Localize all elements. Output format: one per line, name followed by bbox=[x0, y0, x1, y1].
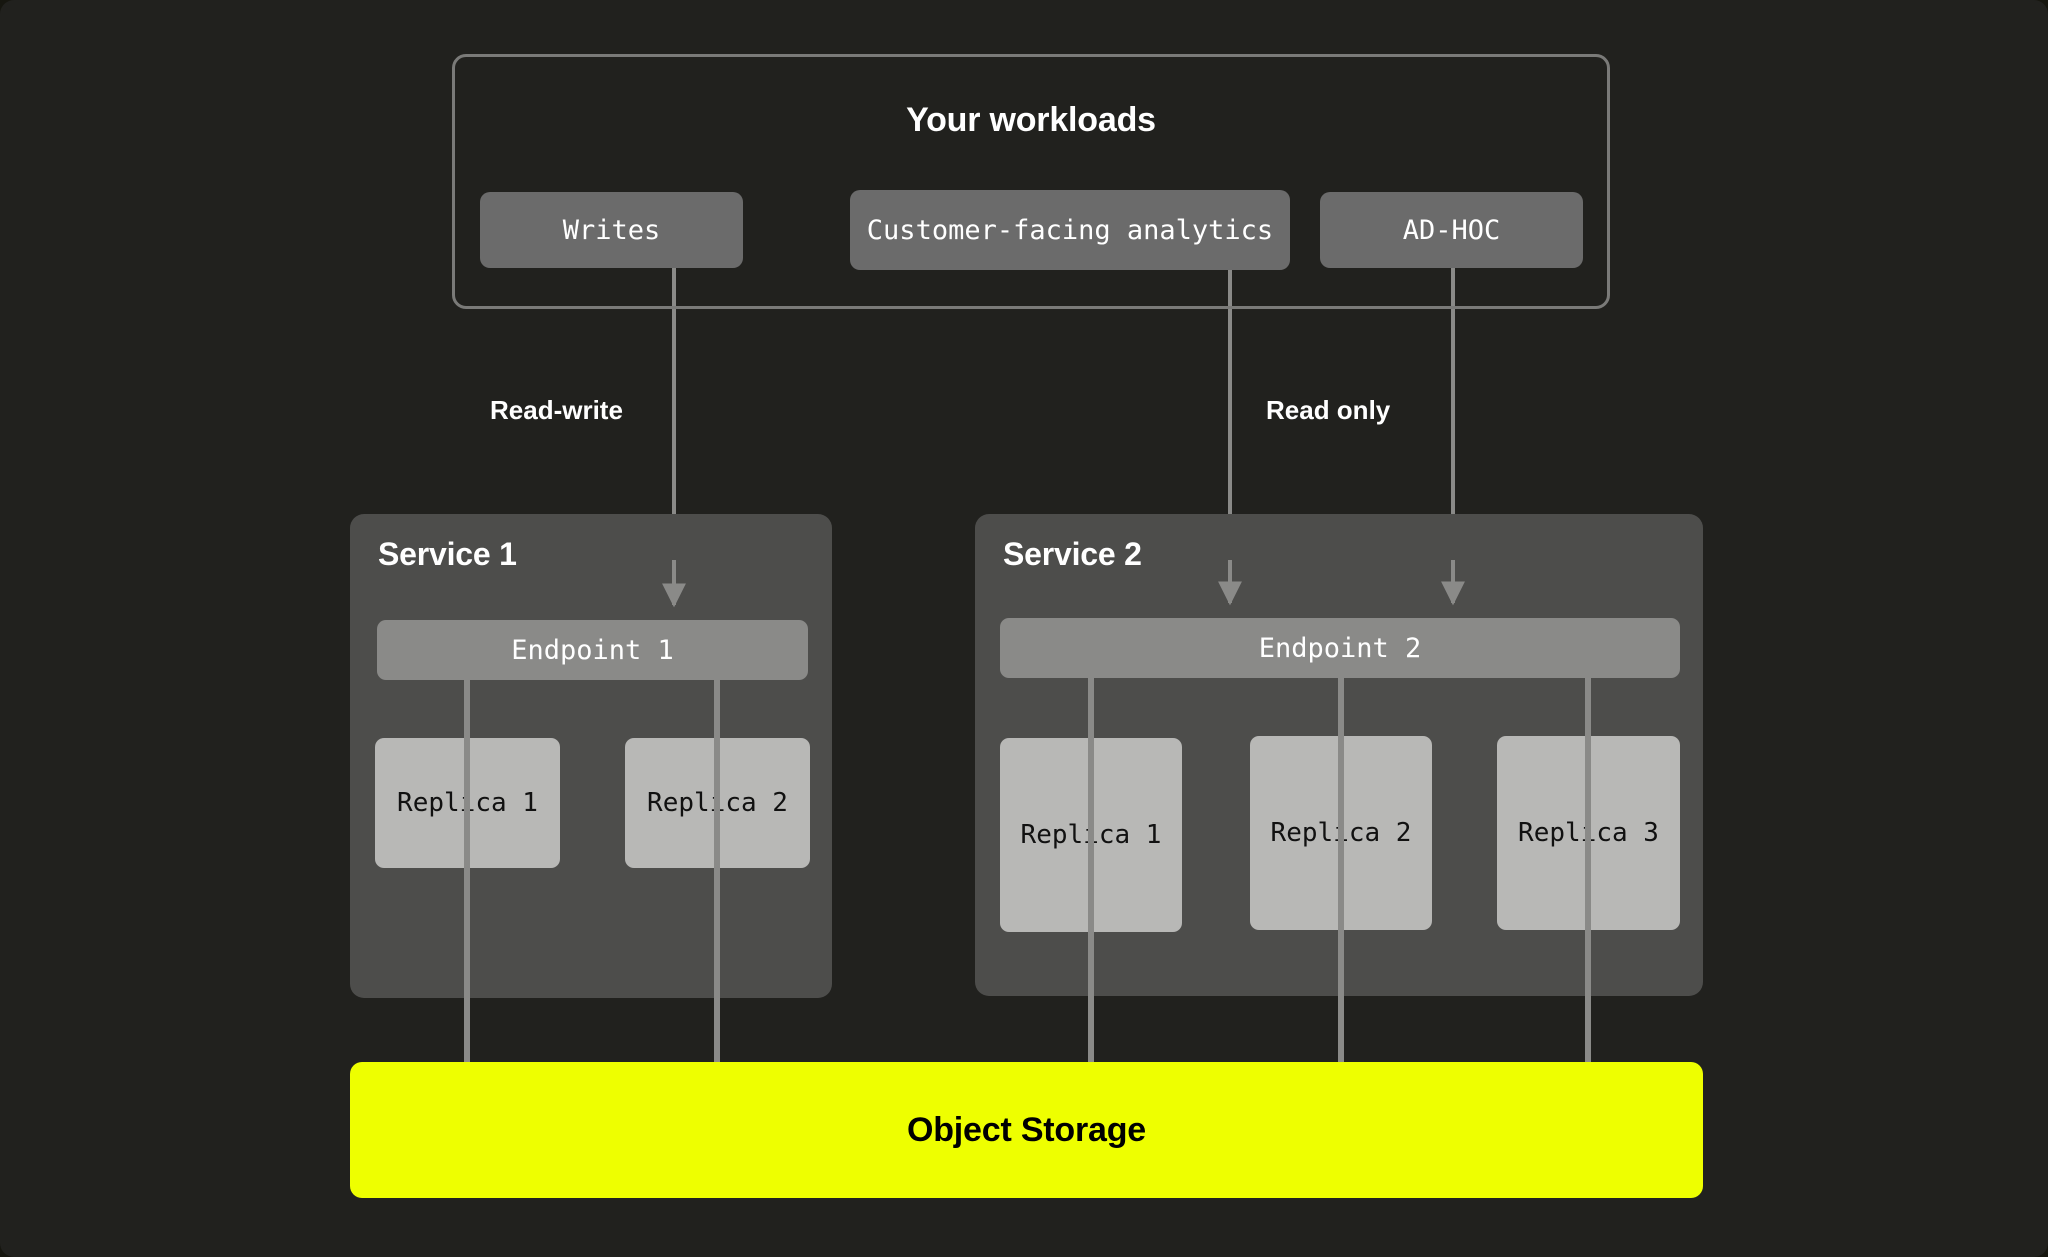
service-1-replica-1[interactable]: Replica 1 bbox=[375, 738, 560, 868]
service-2-replica-2[interactable]: Replica 2 bbox=[1250, 736, 1432, 930]
service-2-title: Service 2 bbox=[1003, 536, 1142, 572]
object-storage-bar[interactable]: Object Storage bbox=[350, 1062, 1703, 1198]
service-2-replica-1[interactable]: Replica 1 bbox=[1000, 738, 1182, 932]
service-1-title: Service 1 bbox=[378, 536, 517, 572]
workloads-title: Your workloads bbox=[906, 101, 1156, 139]
service-1-replica-2[interactable]: Replica 2 bbox=[625, 738, 810, 868]
service-2-replica-3[interactable]: Replica 3 bbox=[1497, 736, 1680, 930]
service-2-endpoint[interactable]: Endpoint 2 bbox=[1000, 618, 1680, 678]
edge-label-read-only: Read only bbox=[1266, 395, 1391, 425]
workload-chip-writes[interactable]: Writes bbox=[480, 192, 743, 268]
service-1-endpoint[interactable]: Endpoint 1 bbox=[377, 620, 808, 680]
workload-chip-customer-facing-analytics[interactable]: Customer-facing analytics bbox=[850, 190, 1290, 270]
workloads-frame: Your workloads bbox=[452, 54, 1610, 309]
edge-label-read-write: Read-write bbox=[490, 395, 623, 425]
workload-chip-ad-hoc[interactable]: AD-HOC bbox=[1320, 192, 1583, 268]
